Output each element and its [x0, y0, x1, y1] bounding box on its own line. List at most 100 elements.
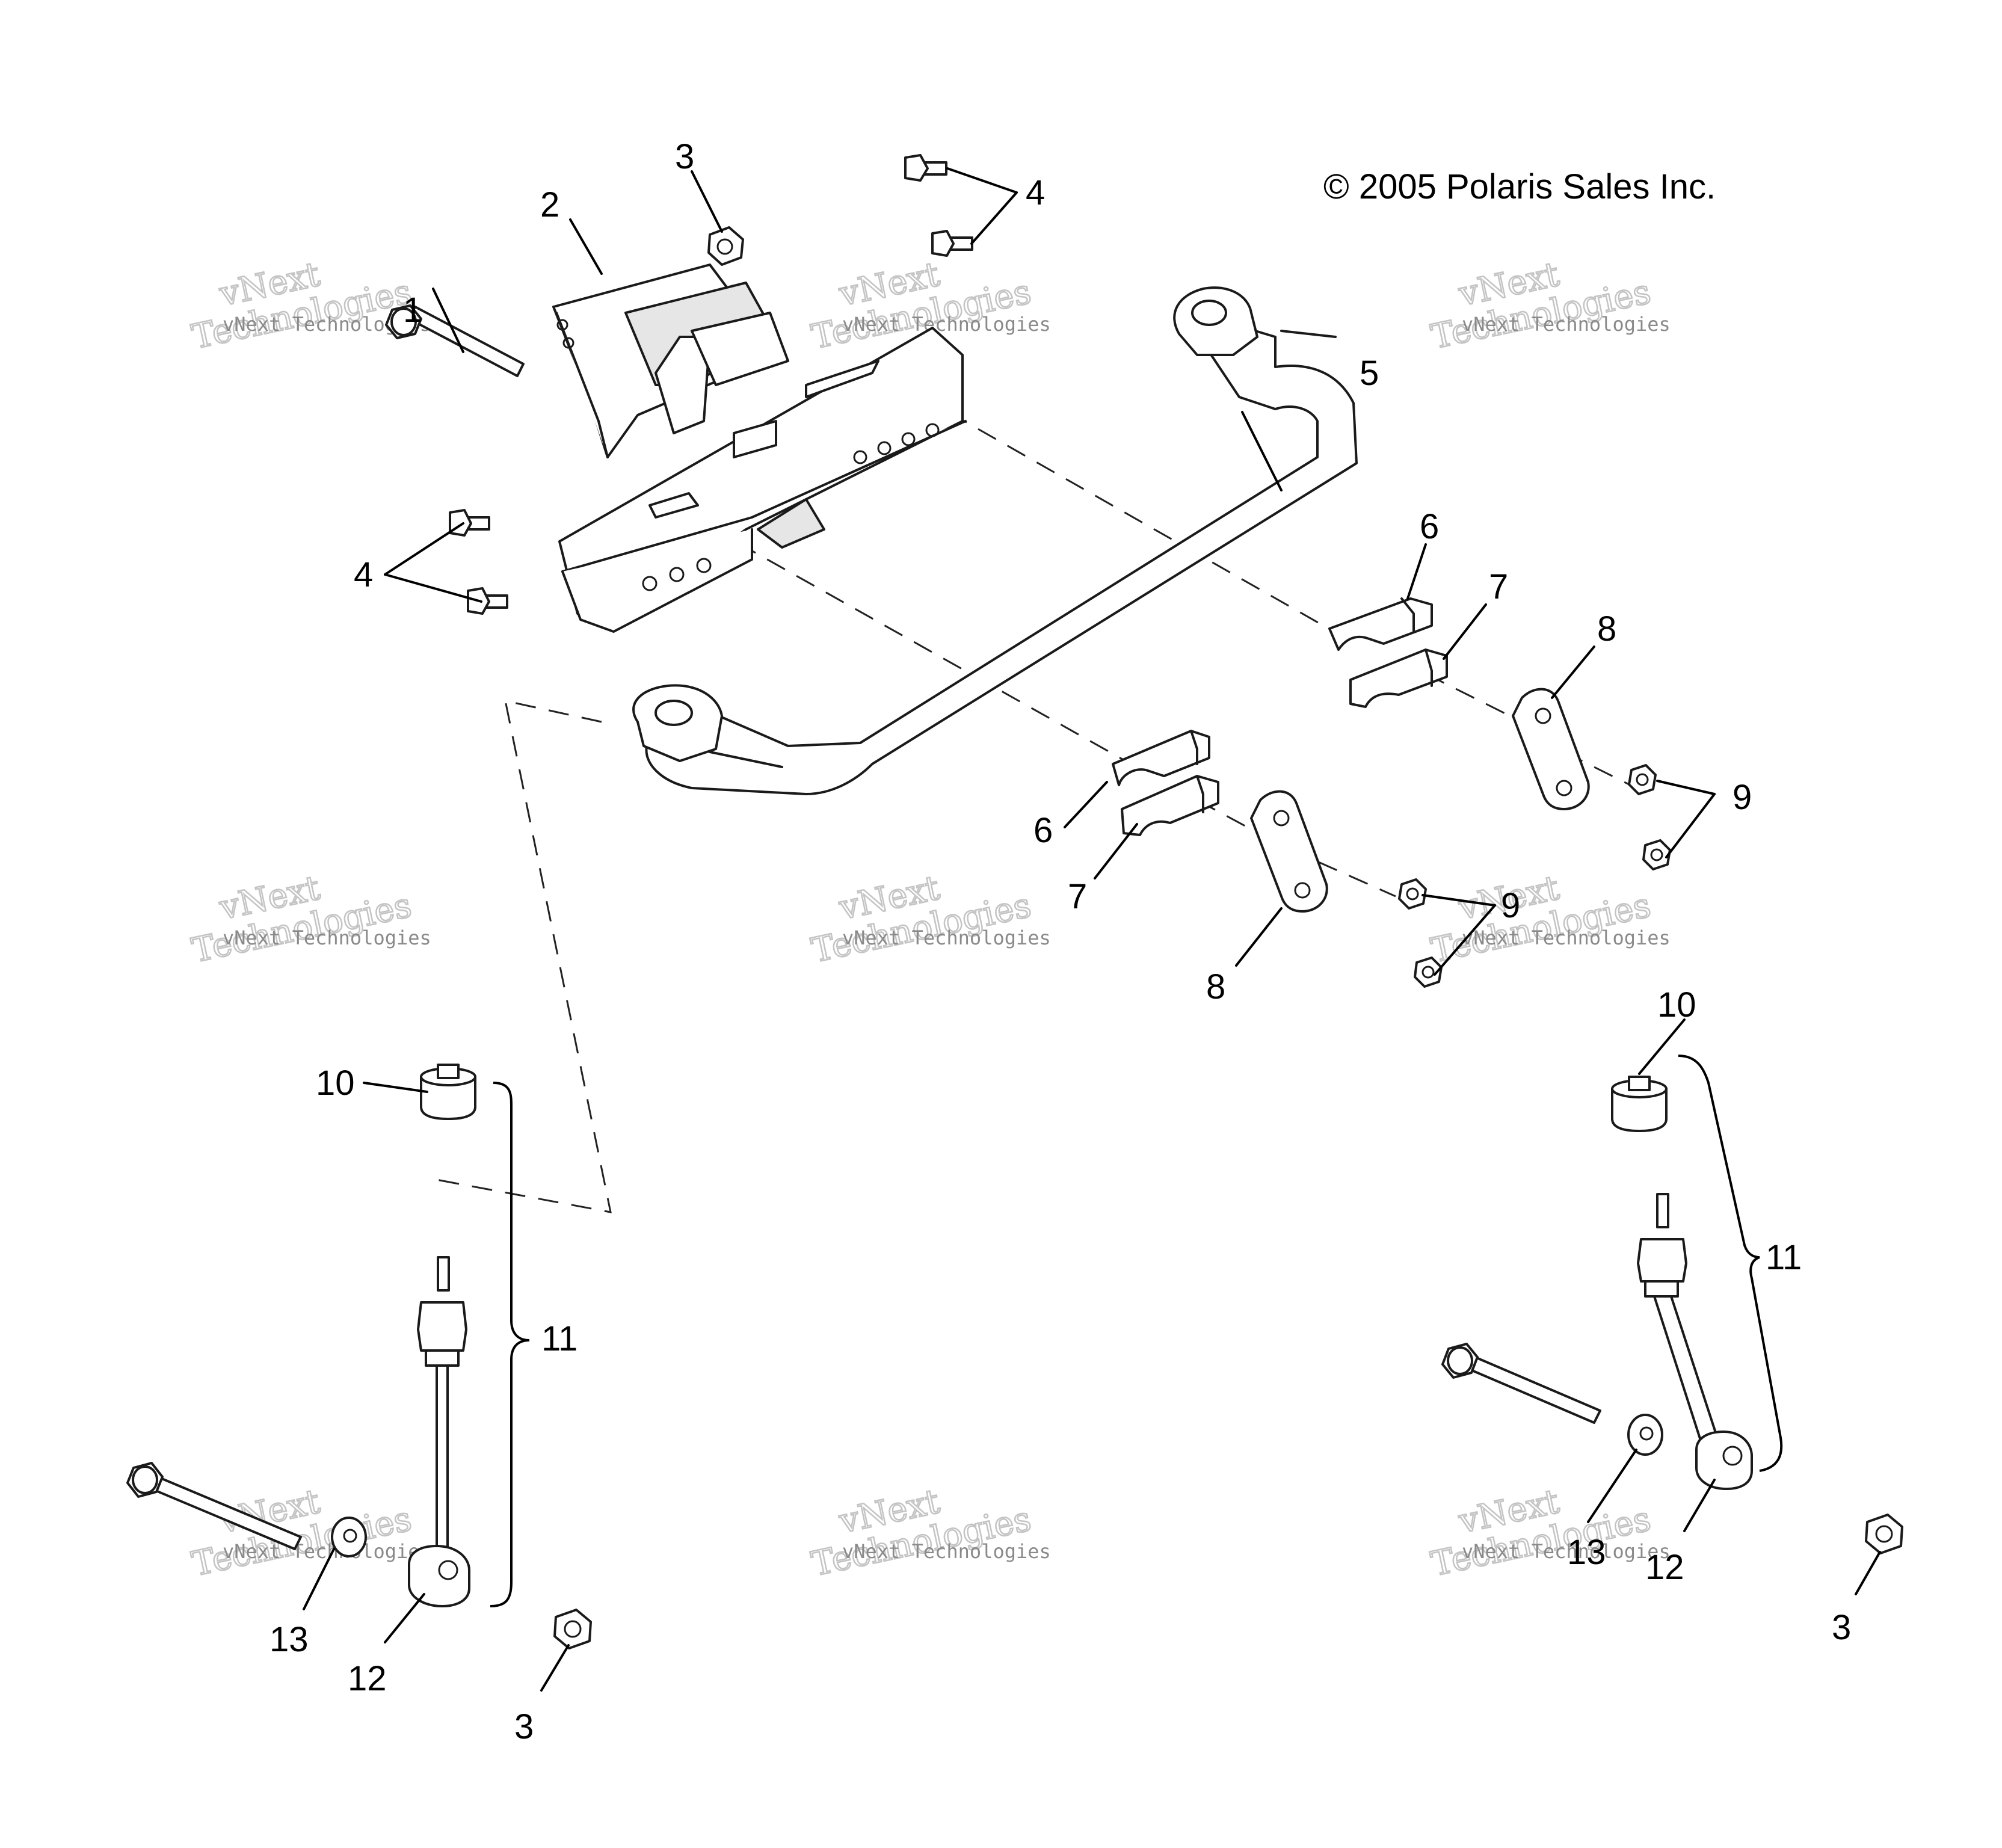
- bolt[interactable]: [449, 509, 490, 537]
- leader-5: [1241, 411, 1283, 491]
- bolt[interactable]: [931, 230, 973, 257]
- clamp-plate[interactable]: [1512, 688, 1590, 810]
- watermark-name: vNext Technologies: [1462, 1540, 1671, 1563]
- callout-13: 13: [1567, 1533, 1606, 1572]
- flange-nut[interactable]: [1865, 1514, 1903, 1554]
- copyright-text: © 2005 Polaris Sales Inc.: [1323, 167, 1716, 206]
- watermark-layer: vNext Technologies vNext Technologies vN…: [188, 254, 1671, 1585]
- link-nut[interactable]: [1611, 1076, 1668, 1132]
- watermark: vNext Technologies vNext Technologies: [1427, 254, 1671, 357]
- leader-3: [540, 1644, 570, 1692]
- leader-10: [1638, 1018, 1686, 1075]
- flange-nut[interactable]: [707, 226, 744, 266]
- assembly-bracket: [1678, 1055, 1783, 1472]
- callout-11: 11: [1766, 1238, 1802, 1277]
- callout-12: 12: [348, 1659, 387, 1698]
- leader-8: [1551, 645, 1595, 699]
- watermark-name: vNext Technologies: [223, 926, 431, 949]
- link-rod[interactable]: [1637, 1193, 1753, 1490]
- flange-nut[interactable]: [553, 1609, 592, 1649]
- leader-4: [970, 191, 1018, 245]
- bolt[interactable]: [126, 1462, 302, 1550]
- watermark: vNext Technologies vNext Technologies: [807, 1481, 1051, 1585]
- leader-7: [1443, 603, 1487, 660]
- callout-6: 6: [1033, 811, 1053, 850]
- leader-2: [569, 218, 603, 275]
- leader-4: [946, 167, 1018, 194]
- bolt[interactable]: [1441, 1343, 1601, 1424]
- callout-13: 13: [270, 1620, 309, 1659]
- bushing-upper[interactable]: [1328, 597, 1433, 651]
- leader-6: [1406, 543, 1427, 600]
- callouts: 1 2 3 4 4 5 6 7 8 9 6 7 8 9 10 10 11 11 …: [270, 137, 1851, 1746]
- watermark: vNext Technologies vNext Technologies: [188, 1481, 431, 1585]
- bushing-lower[interactable]: [1121, 775, 1219, 836]
- callout-4: 4: [1026, 173, 1045, 212]
- bolt[interactable]: [467, 587, 508, 615]
- watermark: vNext Technologies vNext Technologies: [1427, 1481, 1671, 1585]
- leader-9: [1656, 780, 1716, 795]
- washer[interactable]: [1627, 1414, 1663, 1456]
- leader-12: [384, 1593, 425, 1643]
- leader-6: [1064, 781, 1108, 828]
- clamp-plate[interactable]: [1250, 790, 1328, 913]
- callout-7: 7: [1068, 877, 1087, 916]
- callout-12: 12: [1645, 1548, 1684, 1587]
- watermark-name: vNext Technologies: [842, 1540, 1051, 1563]
- callout-11: 11: [541, 1319, 578, 1358]
- callout-3: 3: [514, 1707, 534, 1746]
- callout-8: 8: [1206, 967, 1225, 1006]
- watermark-name: vNext Technologies: [1462, 926, 1671, 949]
- stabilizer-bar[interactable]: [632, 286, 1358, 795]
- callout-2: 2: [540, 185, 559, 224]
- callout-9: 9: [1501, 886, 1520, 925]
- leader-4: [384, 573, 482, 603]
- watermark-name: vNext Technologies: [842, 926, 1051, 949]
- assembly-lines: [433, 378, 1637, 1213]
- callout-3: 3: [1832, 1608, 1851, 1647]
- callout-8: 8: [1597, 609, 1616, 648]
- callout-3: 3: [675, 137, 694, 176]
- leader-12: [1683, 1479, 1716, 1532]
- watermark-name: vNext Technologies: [1462, 313, 1671, 336]
- leader-lines: [303, 167, 1881, 1692]
- callout-10: 10: [1657, 985, 1696, 1024]
- leader-9: [1421, 894, 1496, 907]
- nut[interactable]: [1642, 839, 1671, 870]
- watermark-name: vNext Technologies: [842, 313, 1051, 336]
- link-rod[interactable]: [408, 1256, 470, 1607]
- leader-1: [432, 288, 464, 353]
- callout-10: 10: [316, 1064, 355, 1103]
- washer[interactable]: [331, 1517, 367, 1557]
- leader-4: [384, 522, 464, 576]
- callout-9: 9: [1732, 778, 1752, 817]
- watermark: vNext Technologies vNext Technologies: [807, 867, 1051, 971]
- bolt[interactable]: [904, 154, 947, 182]
- leader-13: [1587, 1449, 1637, 1523]
- nut[interactable]: [1628, 764, 1657, 795]
- link-nut[interactable]: [420, 1064, 476, 1120]
- nut[interactable]: [1398, 878, 1427, 910]
- watermark-name: vNext Technologies: [223, 1540, 431, 1563]
- watermark: vNext Technologies vNext Technologies: [188, 867, 431, 971]
- leader-3: [691, 170, 723, 233]
- leader-7: [1094, 823, 1138, 879]
- bracket-mount[interactable]: [552, 263, 967, 633]
- bolt[interactable]: [385, 304, 525, 377]
- callout-4: 4: [354, 555, 373, 594]
- leader-13: [303, 1548, 335, 1610]
- callout-1: 1: [403, 291, 422, 330]
- leader-8: [1235, 907, 1283, 967]
- leader-3: [1855, 1551, 1881, 1595]
- nut[interactable]: [1414, 956, 1443, 988]
- bushing-lower[interactable]: [1349, 648, 1448, 708]
- leader-9: [1665, 793, 1716, 858]
- watermark: vNext Technologies vNext Technologies: [1427, 867, 1671, 971]
- callout-7: 7: [1489, 567, 1508, 606]
- assembly-bracket: [490, 1082, 530, 1607]
- leader-9: [1434, 904, 1496, 976]
- leader-10: [363, 1082, 428, 1093]
- callout-5: 5: [1360, 354, 1379, 393]
- bushing-upper[interactable]: [1112, 730, 1210, 786]
